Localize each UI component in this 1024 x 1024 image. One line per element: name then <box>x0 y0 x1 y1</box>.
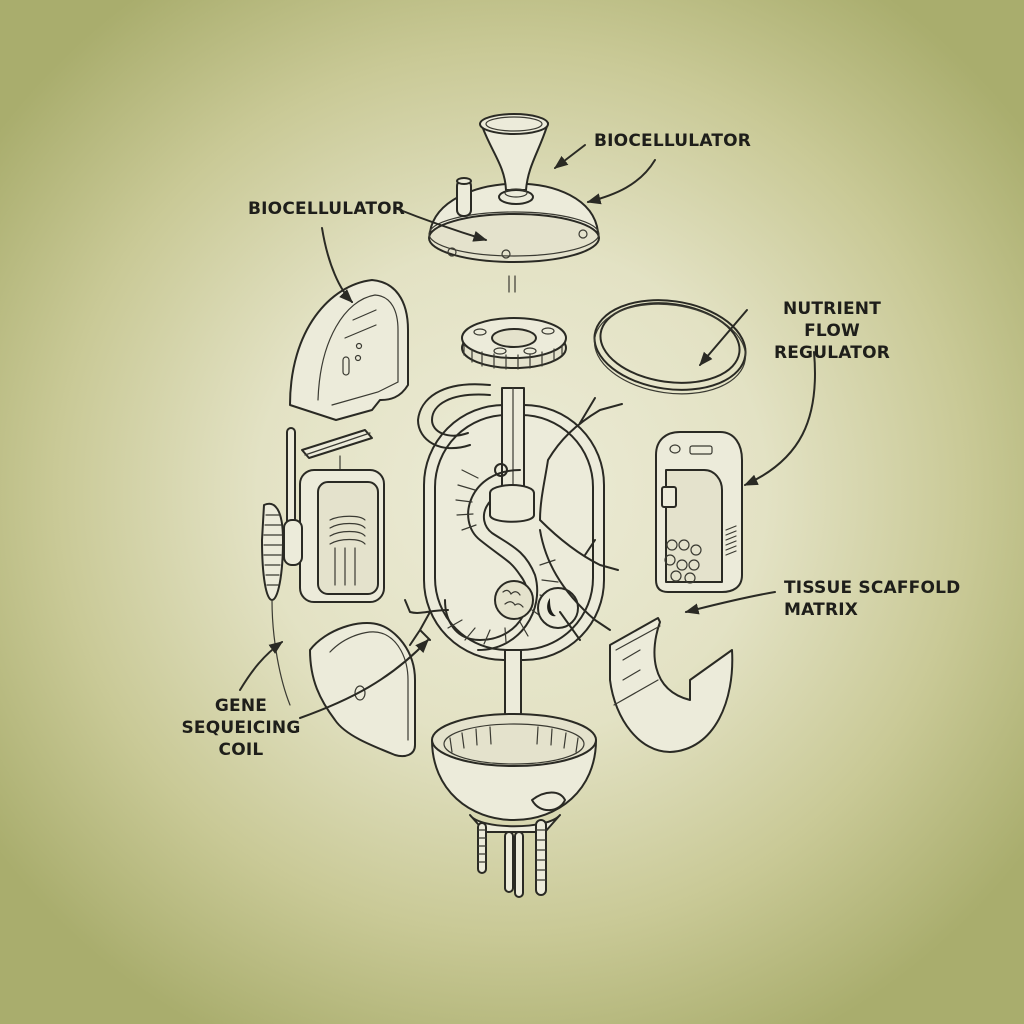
bottom-bowl-with-rods <box>431 713 597 898</box>
label-line: NUTRIENT FLOW <box>782 299 882 341</box>
right-u-shell <box>609 617 734 753</box>
label-line: COIL <box>218 740 264 760</box>
label-line: GENE <box>214 696 268 716</box>
oval-ring <box>593 299 747 395</box>
label-line: TISSUE SCAFFOLD <box>784 578 961 598</box>
label-biocellulator-left: BIOCELLULATOR <box>248 199 406 219</box>
coil-module-with-brush <box>261 427 385 706</box>
central-core-capsule <box>404 383 623 771</box>
leader-lines <box>239 144 816 719</box>
gear-ring <box>461 317 567 370</box>
dome-cap-with-funnel <box>428 113 600 293</box>
label-line: REGULATOR <box>773 343 891 363</box>
left-upper-shell <box>289 279 409 421</box>
label-line: MATRIX <box>784 600 859 620</box>
label-gene-sequeicing-coil: GENE SEQUEICING COIL <box>178 695 304 761</box>
label-biocellulator-top: BIOCELLULATOR <box>594 131 752 151</box>
control-box <box>655 431 743 593</box>
label-nutrient-flow-regulator: NUTRIENT FLOW REGULATOR <box>752 298 912 364</box>
label-tissue-scaffold-matrix: TISSUE SCAFFOLD MATRIX <box>784 577 960 621</box>
label-line: SEQUEICING <box>181 718 301 738</box>
